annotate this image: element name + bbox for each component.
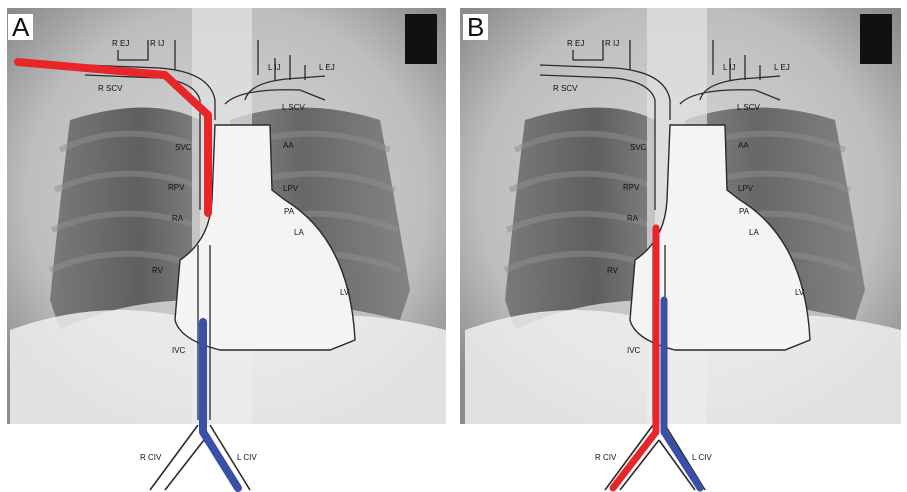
label-l-civ: L CIV — [237, 453, 257, 462]
label-l-scv: L SCV — [282, 103, 305, 112]
label-pa: PA — [284, 207, 295, 216]
label-r-ej: R EJ — [567, 39, 584, 48]
label-r-civ: R CIV — [140, 453, 162, 462]
label-rv: RV — [152, 266, 164, 275]
label-rpv: RPV — [623, 183, 640, 192]
label-svc: SVC — [175, 143, 192, 152]
xray-diagram-a: R EJ R IJ L IJ L EJ R SCV L SCV SVC AA R… — [0, 0, 446, 492]
label-ra: RA — [172, 214, 184, 223]
label-ivc: IVC — [172, 346, 186, 355]
label-pa: PA — [739, 207, 750, 216]
label-la: LA — [749, 228, 759, 237]
xray-diagram-b: R EJ R IJ L IJ L EJ R SCV L SCV SVC AA R… — [455, 0, 901, 492]
label-svc: SVC — [630, 143, 647, 152]
label-r-ij: R IJ — [150, 39, 164, 48]
label-lv: LV — [340, 288, 350, 297]
label-r-ej: R EJ — [112, 39, 129, 48]
label-l-scv: L SCV — [737, 103, 760, 112]
label-ra: RA — [627, 214, 639, 223]
label-aa: AA — [738, 141, 749, 150]
panel-letter-b: B — [463, 14, 488, 40]
label-lpv: LPV — [738, 184, 754, 193]
label-lv: LV — [795, 288, 805, 297]
label-rv: RV — [607, 266, 619, 275]
label-l-ij: L IJ — [268, 63, 281, 72]
label-r-scv: R SCV — [98, 84, 123, 93]
label-l-ij: L IJ — [723, 63, 736, 72]
panel-letter-a: A — [8, 14, 33, 40]
label-r-scv: R SCV — [553, 84, 578, 93]
xray-corner-mark — [405, 14, 437, 64]
xray-corner-mark — [860, 14, 892, 64]
label-l-civ: L CIV — [692, 453, 712, 462]
label-r-ij: R IJ — [605, 39, 619, 48]
label-ivc: IVC — [627, 346, 641, 355]
label-lpv: LPV — [283, 184, 299, 193]
label-r-civ: R CIV — [595, 453, 617, 462]
label-l-ej: L EJ — [319, 63, 335, 72]
panel-a: R EJ R IJ L IJ L EJ R SCV L SCV SVC AA R… — [0, 0, 446, 492]
label-l-ej: L EJ — [774, 63, 790, 72]
panel-b: R EJ R IJ L IJ L EJ R SCV L SCV SVC AA R… — [455, 0, 901, 492]
label-rpv: RPV — [168, 183, 185, 192]
label-la: LA — [294, 228, 304, 237]
label-aa: AA — [283, 141, 294, 150]
